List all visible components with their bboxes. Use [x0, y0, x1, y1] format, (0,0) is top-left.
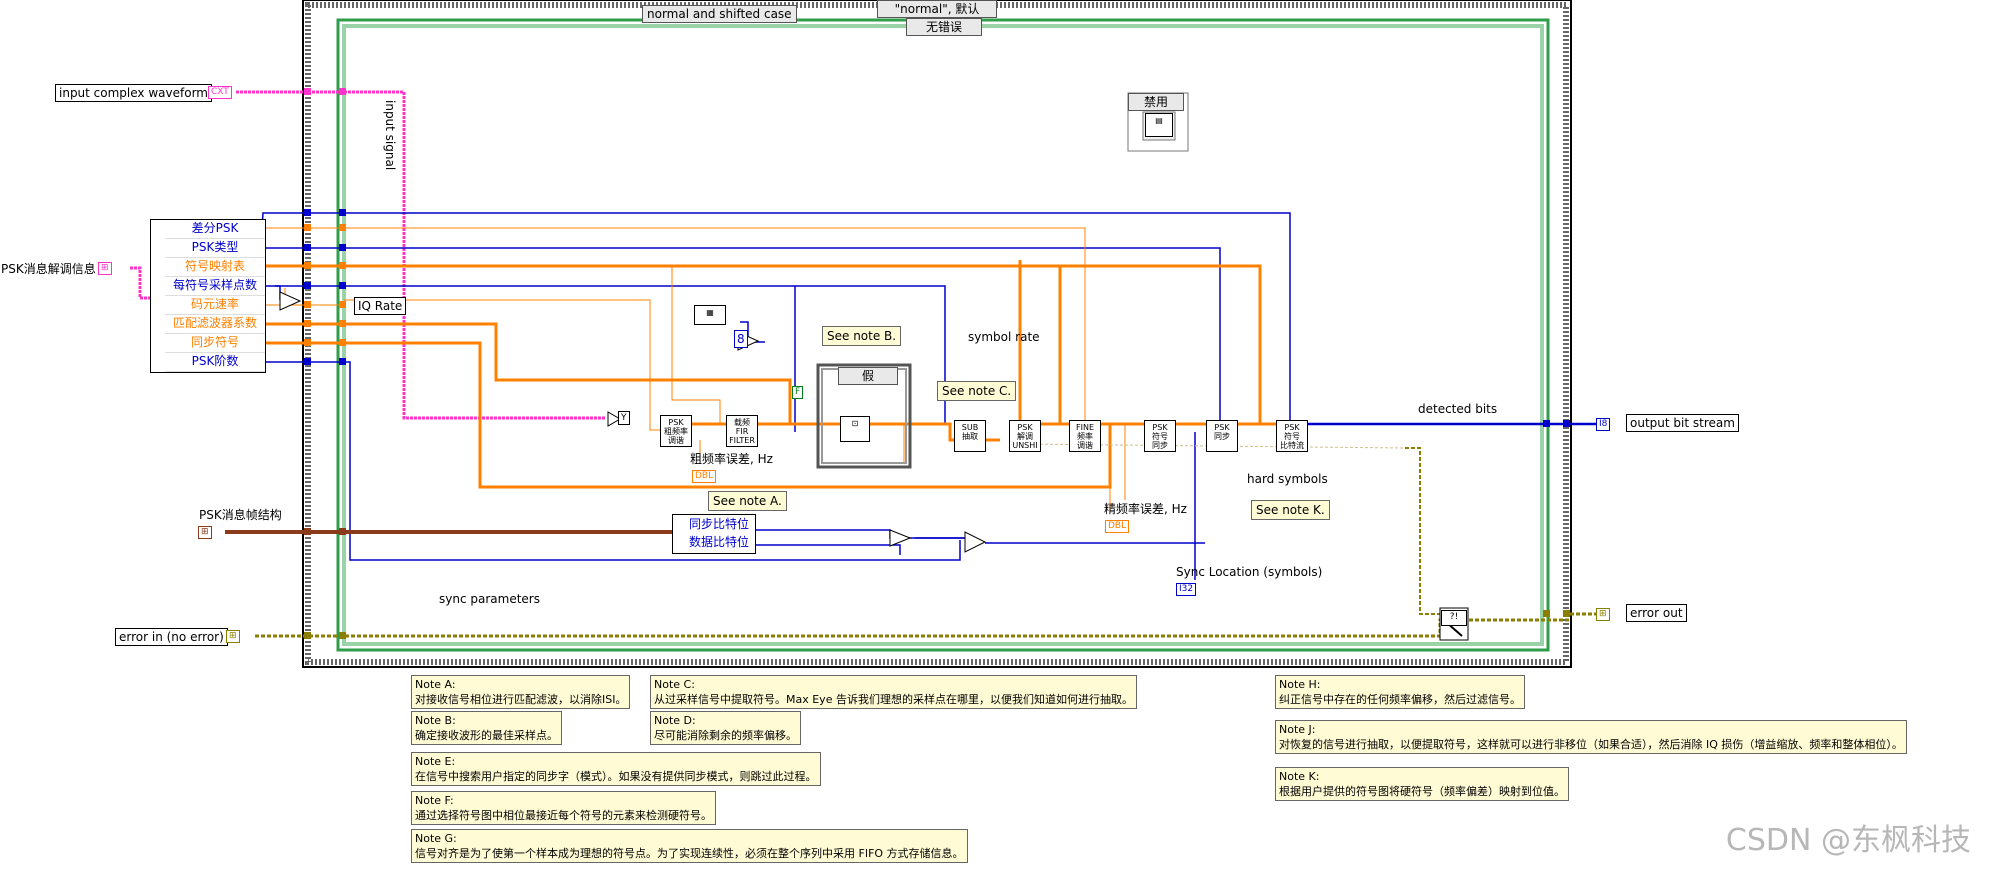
note-box: Note A: 对接收信号相位进行匹配滤波，以消除ISI。: [411, 675, 631, 709]
error-out-indicator[interactable]: error out: [1626, 604, 1687, 622]
fine-tune-vi[interactable]: FINE 频率 调谐: [1069, 420, 1101, 452]
note-box: Note K: 根据用户提供的符号图将硬符号（频率偏差）映射到位值。: [1275, 767, 1569, 801]
cluster-item[interactable]: 差分PSK: [165, 220, 265, 239]
note-box: Note D: 尽可能消除剩余的频率偏移。: [650, 711, 801, 745]
psk-params-terminal-icon[interactable]: ⊞: [98, 262, 112, 275]
note-title: Note K:: [1279, 770, 1320, 783]
input-waveform-control[interactable]: input complex waveform: [55, 84, 212, 102]
watermark: CSDN @东枫科技: [1725, 823, 1971, 858]
data-bits-label: 数据比特位: [689, 535, 750, 549]
false-constant[interactable]: F: [792, 386, 804, 399]
error-out-terminal-icon[interactable]: ⊞: [1596, 608, 1610, 621]
note-text: 在信号中搜索用户指定的同步字（模式）。如果没有提供同步模式，则跳过此过程。: [415, 770, 817, 783]
error-in-terminal-icon[interactable]: ⊞: [226, 630, 240, 643]
output-bits-label: output bit stream: [1630, 416, 1735, 430]
boolean-case-selector[interactable]: 假: [838, 367, 898, 385]
error-in-control[interactable]: error in (no error): [115, 628, 228, 646]
coarse-freq-terminal-icon[interactable]: DBL: [692, 470, 717, 483]
cluster-item[interactable]: PSK阶数: [165, 353, 265, 372]
output-bits-terminal-icon[interactable]: I8: [1596, 418, 1611, 431]
note-title: Note H:: [1279, 678, 1321, 691]
note-text: 根据用户提供的符号图将硬符号（频率偏差）映射到位值。: [1279, 785, 1565, 798]
note-text: 从过采样信号中提取符号。Max Eye 告诉我们理想的采样点在哪里，以便我们知道…: [654, 693, 1133, 706]
inner-case-frame: [336, 18, 1550, 652]
cluster-item[interactable]: 每符号采样点数: [165, 277, 265, 296]
sync-params-label: sync parameters: [439, 592, 540, 606]
sync-location-label: Sync Location (symbols): [1176, 565, 1323, 579]
note-box: Note H: 纠正信号中存在的任何频率偏移，然后过滤信号。: [1275, 675, 1525, 709]
note-box: Note B: 确定接收波形的最佳采样点。: [411, 711, 562, 745]
fir-filter-vi[interactable]: 载频 FIR FILTER: [726, 415, 758, 447]
psk-params-label: PSK消息解调信息: [1, 262, 96, 276]
iq-rate-label: IQ Rate: [354, 297, 407, 315]
note-title: Note J:: [1279, 723, 1316, 736]
frame-structure-terminal-icon[interactable]: ⊞: [198, 526, 212, 539]
cluster-item[interactable]: 匹配滤波器系数: [165, 315, 265, 334]
case-selector-normal[interactable]: "normal", 默认: [877, 0, 997, 18]
merge-errors-icon[interactable]: ?!: [1441, 610, 1467, 626]
note-box: Note C: 从过采样信号中提取符号。Max Eye 告诉我们理想的采样点在哪里…: [650, 675, 1137, 709]
cluster-item[interactable]: 同步符号: [165, 334, 265, 353]
note-title: Note C:: [654, 678, 695, 691]
max-eye-vi[interactable]: ⊡: [840, 416, 870, 442]
constant-eight[interactable]: 8: [734, 330, 748, 348]
note-text: 对接收信号相位进行匹配滤波，以消除ISI。: [415, 693, 627, 706]
note-box: Note G: 信号对齐是为了使第一个样本成为理想的符号点。为了实现连续性，必须在…: [411, 829, 968, 863]
input-waveform-label: input complex waveform: [59, 86, 208, 100]
fine-freq-terminal-icon[interactable]: DBL: [1105, 520, 1130, 533]
note-box: Note F: 通过选择符号图中相位最接近每个符号的元素来检测硬符号。: [411, 791, 716, 825]
note-title: Note G:: [415, 832, 457, 845]
note-title: Note F:: [415, 794, 454, 807]
case-selector-name[interactable]: normal and shifted case: [642, 5, 797, 23]
psk-sync-vi[interactable]: PSK 符号 同步: [1144, 420, 1176, 452]
coarse-freq-label: 粗频率误差, Hz: [690, 452, 773, 466]
sync-location-terminal-icon[interactable]: I32: [1176, 583, 1197, 596]
psk-demap-vi[interactable]: PSK 同步: [1206, 420, 1238, 452]
disabled-subdiagram-vi: ▤: [1145, 113, 1173, 137]
note-box: Note J: 对恢复的信号进行抽取，以便提取符号，这样就可以进行非移位（如果合适…: [1275, 720, 1907, 754]
error-in-label: error in (no error): [119, 630, 224, 644]
input-signal-label: input signal: [383, 100, 397, 171]
fine-freq-label: 精频率误差, Hz: [1104, 502, 1187, 516]
frame-structure-label: PSK消息帧结构: [199, 508, 282, 522]
note-title: Note A:: [415, 678, 456, 691]
note-text: 通过选择符号图中相位最接近每个符号的元素来检测硬符号。: [415, 809, 712, 822]
case-selector-noerror[interactable]: 无错误: [906, 18, 982, 36]
psk-bits-vi[interactable]: PSK 符号 比特流: [1276, 420, 1308, 452]
note-title: Note B:: [415, 714, 456, 727]
psk-coarse-vi[interactable]: PSK 粗频率 调谐: [660, 415, 692, 447]
disable-selector[interactable]: 禁用: [1128, 93, 1184, 111]
detected-bits-label: detected bits: [1418, 402, 1498, 416]
note-title: Note E:: [415, 755, 456, 768]
hard-symbols-label: hard symbols: [1247, 472, 1328, 486]
symbol-rate-label: symbol rate: [968, 330, 1040, 344]
see-note-k: See note K.: [1251, 500, 1330, 520]
error-out-label: error out: [1630, 606, 1683, 620]
note-text: 对恢复的信号进行抽取，以便提取符号，这样就可以进行非移位（如果合适），然后消除 …: [1279, 738, 1903, 751]
cluster-item[interactable]: PSK类型: [165, 239, 265, 258]
sync-bits-label: 同步比特位: [689, 517, 750, 531]
y-select-node[interactable]: Y: [618, 411, 630, 425]
note-title: Note D:: [654, 714, 696, 727]
cluster-item[interactable]: 码元速率: [165, 296, 265, 315]
waveform-terminal-icon[interactable]: CXT: [208, 86, 232, 99]
note-text: 信号对齐是为了使第一个样本成为理想的符号点。为了实现连续性，必须在整个序列中采用…: [415, 847, 964, 860]
sync-params-unbundle[interactable]: 同步比特位 数据比特位: [672, 514, 756, 554]
see-note-b: See note B.: [822, 326, 902, 346]
see-note-a: See note A.: [708, 491, 787, 511]
sub-decimate-vi[interactable]: SUB 抽取: [954, 420, 986, 452]
see-note-c: See note C.: [937, 381, 1017, 401]
note-text: 确定接收波形的最佳采样点。: [415, 729, 558, 742]
note-box: Note E: 在信号中搜索用户指定的同步字（模式）。如果没有提供同步模式，则跳过…: [411, 752, 821, 786]
note-text: 尽可能消除剩余的频率偏移。: [654, 729, 797, 742]
outer-case-frame: [302, 0, 1572, 668]
note-text: 纠正信号中存在的任何频率偏移，然后过滤信号。: [1279, 693, 1521, 706]
psk-unshift-vi[interactable]: PSK 解调 UNSHI: [1009, 420, 1041, 452]
cluster-item[interactable]: 符号映射表: [165, 258, 265, 277]
array-build-icon[interactable]: ▦: [694, 305, 726, 325]
inner-case-border: [342, 24, 1544, 646]
output-bits-indicator[interactable]: output bit stream: [1626, 414, 1739, 432]
